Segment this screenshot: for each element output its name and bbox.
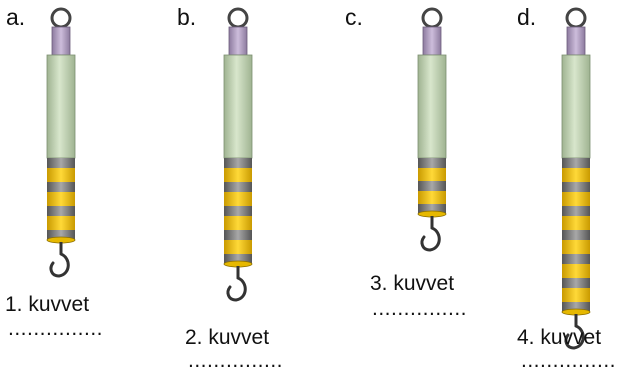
scale-band-yellow [562,264,590,278]
scale-band-gray [562,230,590,240]
scale-band-yellow [562,240,590,254]
scale-band-gray [562,158,590,168]
scale-neck [423,27,441,55]
scale-band-gray [47,206,75,216]
scale-band-yellow [47,168,75,182]
scale-band-gray [47,182,75,192]
spring-scale-c [418,9,446,250]
scale-neck [567,27,585,55]
scale-band-gray [224,230,252,240]
scale-band-gray [418,181,446,191]
spring-scale-b [224,9,252,300]
scale-band-gray [224,206,252,216]
scale-band-gray [562,206,590,216]
scale-neck [52,27,70,55]
scale-body [224,55,252,158]
scale-b-caption: 2. kuvvet [185,326,269,350]
scale-c-caption: 3. kuvvet [370,272,454,296]
scale-body [47,55,75,158]
scale-band-gray [562,182,590,192]
hook-icon [51,254,68,276]
hook-icon [228,278,245,300]
top-ring-icon [52,9,70,27]
scale-d-caption: 4. kuvvet [517,326,601,350]
scale-band-yellow [224,192,252,206]
scale-band-gray [418,158,446,168]
scale-band-yellow [418,191,446,204]
scale-band-yellow [562,192,590,206]
scale-a-answer-blank: ............... [8,317,103,341]
scale-body [418,55,446,158]
scale-band-gray [562,278,590,288]
scale-neck [229,27,247,55]
spring-scale-a [47,9,75,276]
top-ring-icon [567,9,585,27]
scale-band-yellow [224,240,252,254]
top-ring-icon [423,9,441,27]
scale-band-gray [224,182,252,192]
scale-c-answer-blank: ............... [372,297,467,321]
scale-band-gray [224,158,252,168]
scale-band-yellow [47,216,75,230]
spring-scale-d [562,9,590,348]
scale-band-yellow [47,192,75,206]
scale-band-yellow [562,288,590,302]
scale-band-yellow [224,168,252,182]
hook-icon [422,228,439,250]
scale-band-yellow [418,168,446,181]
scale-body [562,55,590,158]
scale-band-yellow [562,216,590,230]
top-ring-icon [229,9,247,27]
scale-band-gray [47,158,75,168]
scale-a-caption: 1. kuvvet [5,293,89,317]
scale-band-yellow [562,168,590,182]
scale-b-answer-blank: ............... [188,349,283,373]
scale-band-gray [562,254,590,264]
scale-d-answer-blank: ............... [521,349,616,373]
scale-band-yellow [224,216,252,230]
